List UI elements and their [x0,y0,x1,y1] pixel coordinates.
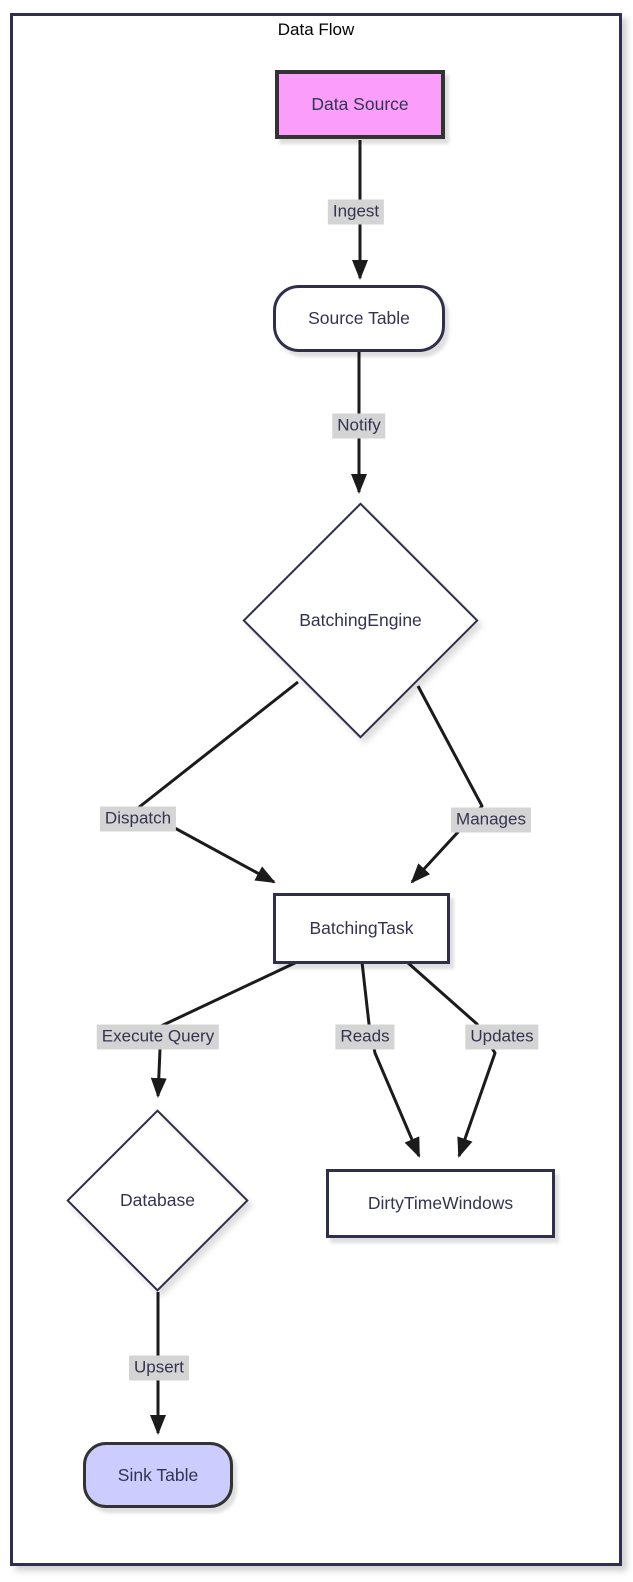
edge-label-notify: Notify [332,413,386,439]
node-source-table: Source Table [273,285,445,352]
edge-dispatch [136,680,299,884]
node-label-dirty-time-windows: DirtyTimeWindows [367,1193,514,1213]
edge-label-updates: Updates [465,1024,539,1050]
node-data-source: Data Source [275,70,445,139]
edge-label-upsert: Upsert [128,1355,190,1381]
edge-manages [410,685,484,884]
edge-label-ingest: Ingest [327,199,385,225]
node-batching-task: BatchingTask [273,893,450,964]
node-sink-table: Sink Table [83,1442,233,1508]
edge-label-manages: Manages [451,807,531,833]
edge-reads [360,961,421,1158]
edge-updates [406,960,497,1158]
edge-label-reads: Reads [335,1024,395,1050]
node-batching-engine: BatchingEngine [242,502,479,739]
edge-label-dispatch: Dispatch [99,806,177,832]
node-label-batching-task: BatchingTask [309,918,414,938]
node-label-source-table: Source Table [308,308,410,328]
node-database: Database [66,1109,249,1292]
node-label-database: Database [120,1190,195,1210]
diagram-frame [10,13,622,1566]
node-label-batching-engine: BatchingEngine [299,610,422,630]
node-dirty-time-windows: DirtyTimeWindows [326,1169,555,1238]
node-label-data-source: Data Source [311,94,409,114]
diagram-title: Data Flow [277,20,355,39]
node-label-sink-table: Sink Table [117,1464,199,1485]
edge-label-execute-query: Execute Query [96,1024,220,1050]
